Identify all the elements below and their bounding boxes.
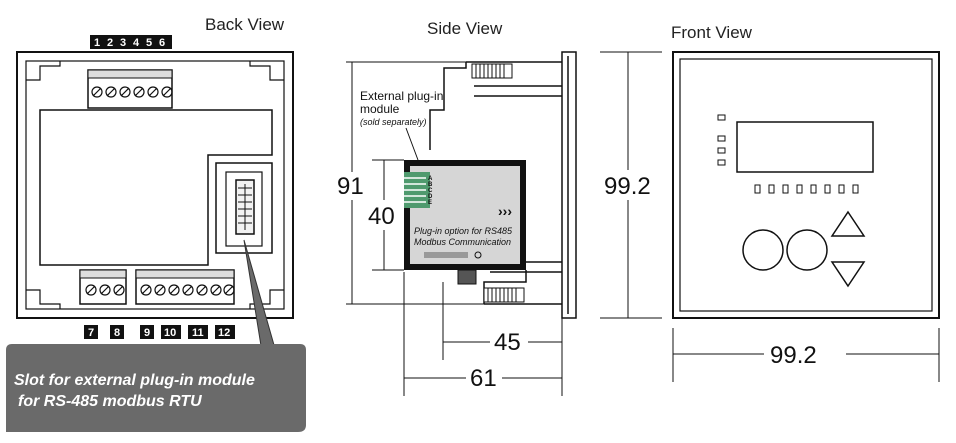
top-terminal-numbers: 1 2 3 4 5 6 bbox=[90, 35, 172, 49]
terminal-number: 1 bbox=[94, 37, 100, 49]
terminal-number: 7 bbox=[88, 327, 94, 339]
module-note: (sold separately) bbox=[360, 117, 427, 127]
pin-label: D bbox=[428, 194, 433, 200]
dimension-value: 99.2 bbox=[770, 342, 817, 369]
front-bezel bbox=[672, 51, 940, 319]
callout-line-1: Slot for external plug-in module bbox=[14, 372, 255, 389]
dimension-61 bbox=[403, 272, 563, 396]
front-view: Front View 99.2 bbox=[600, 23, 940, 382]
terminal-number: 3 bbox=[120, 37, 126, 49]
module-label-1: External plug-in bbox=[360, 89, 443, 103]
dimension-value: 61 bbox=[470, 365, 497, 392]
pin-label: B bbox=[428, 182, 433, 188]
callout-pointer bbox=[243, 239, 277, 353]
bottom-terminal-block bbox=[79, 269, 235, 305]
dimension-99-2-vertical bbox=[600, 51, 662, 319]
side-clips bbox=[471, 63, 525, 303]
callout-line-2: for RS-485 modbus RTU bbox=[18, 393, 202, 410]
arrow-icon: ››› bbox=[498, 203, 512, 219]
back-housing-inner bbox=[25, 60, 285, 310]
pin-label: E bbox=[428, 200, 432, 206]
terminal-number: 9 bbox=[144, 327, 150, 339]
internal-board bbox=[39, 109, 273, 266]
terminal-number: 8 bbox=[114, 327, 120, 339]
module-leader-line bbox=[405, 127, 419, 161]
terminal-number: 5 bbox=[146, 37, 152, 49]
terminal-number: 6 bbox=[159, 37, 165, 49]
dimension-91 bbox=[346, 61, 484, 305]
terminal-number: 11 bbox=[192, 327, 204, 339]
plugin-option-line-1: Plug-in option for RS485 bbox=[414, 226, 513, 236]
side-view: Side View bbox=[337, 19, 577, 396]
bottom-terminal-numbers: 7 8 9 10 11 12 bbox=[84, 325, 235, 339]
callout-box: Slot for external plug-in module for RS-… bbox=[6, 344, 306, 432]
module-label-2: module bbox=[360, 102, 400, 116]
led-bar bbox=[754, 184, 859, 194]
terminal-number: 10 bbox=[164, 327, 176, 339]
terminal-number: 2 bbox=[107, 37, 113, 49]
plugin-slot bbox=[215, 162, 273, 254]
back-housing bbox=[16, 51, 294, 319]
front-bezel-inner bbox=[679, 58, 933, 312]
round-button-right[interactable] bbox=[786, 229, 828, 271]
side-enclosure bbox=[429, 51, 577, 319]
back-view-title: Back View bbox=[205, 15, 285, 34]
dimension-40 bbox=[372, 159, 404, 271]
dimension-99-2-horizontal bbox=[672, 328, 940, 382]
dimension-value: 91 bbox=[337, 173, 364, 200]
dimension-45 bbox=[442, 282, 563, 360]
terminal-number: 4 bbox=[133, 37, 140, 49]
terminal-number: 12 bbox=[218, 327, 230, 339]
dimension-value: 40 bbox=[368, 203, 395, 230]
round-button-left[interactable] bbox=[742, 229, 784, 271]
top-terminal-block bbox=[87, 69, 173, 109]
dimension-value: 45 bbox=[494, 329, 521, 356]
back-view: Back View 1 2 3 4 5 6 bbox=[6, 15, 306, 432]
down-arrow-button[interactable] bbox=[830, 261, 866, 288]
indicator-leds bbox=[717, 114, 726, 166]
display-window bbox=[736, 121, 874, 173]
plugin-option-line-2: Modbus Communication bbox=[414, 237, 511, 247]
plugin-module: A B C D E ››› Plug-in option for RS485 M… bbox=[404, 160, 526, 285]
up-arrow-button[interactable] bbox=[830, 210, 866, 237]
dimension-value: 99.2 bbox=[604, 173, 651, 200]
side-view-title: Side View bbox=[427, 19, 503, 38]
pin-label: A bbox=[428, 176, 433, 182]
pin-label: C bbox=[428, 188, 433, 194]
front-view-title: Front View bbox=[671, 23, 753, 42]
